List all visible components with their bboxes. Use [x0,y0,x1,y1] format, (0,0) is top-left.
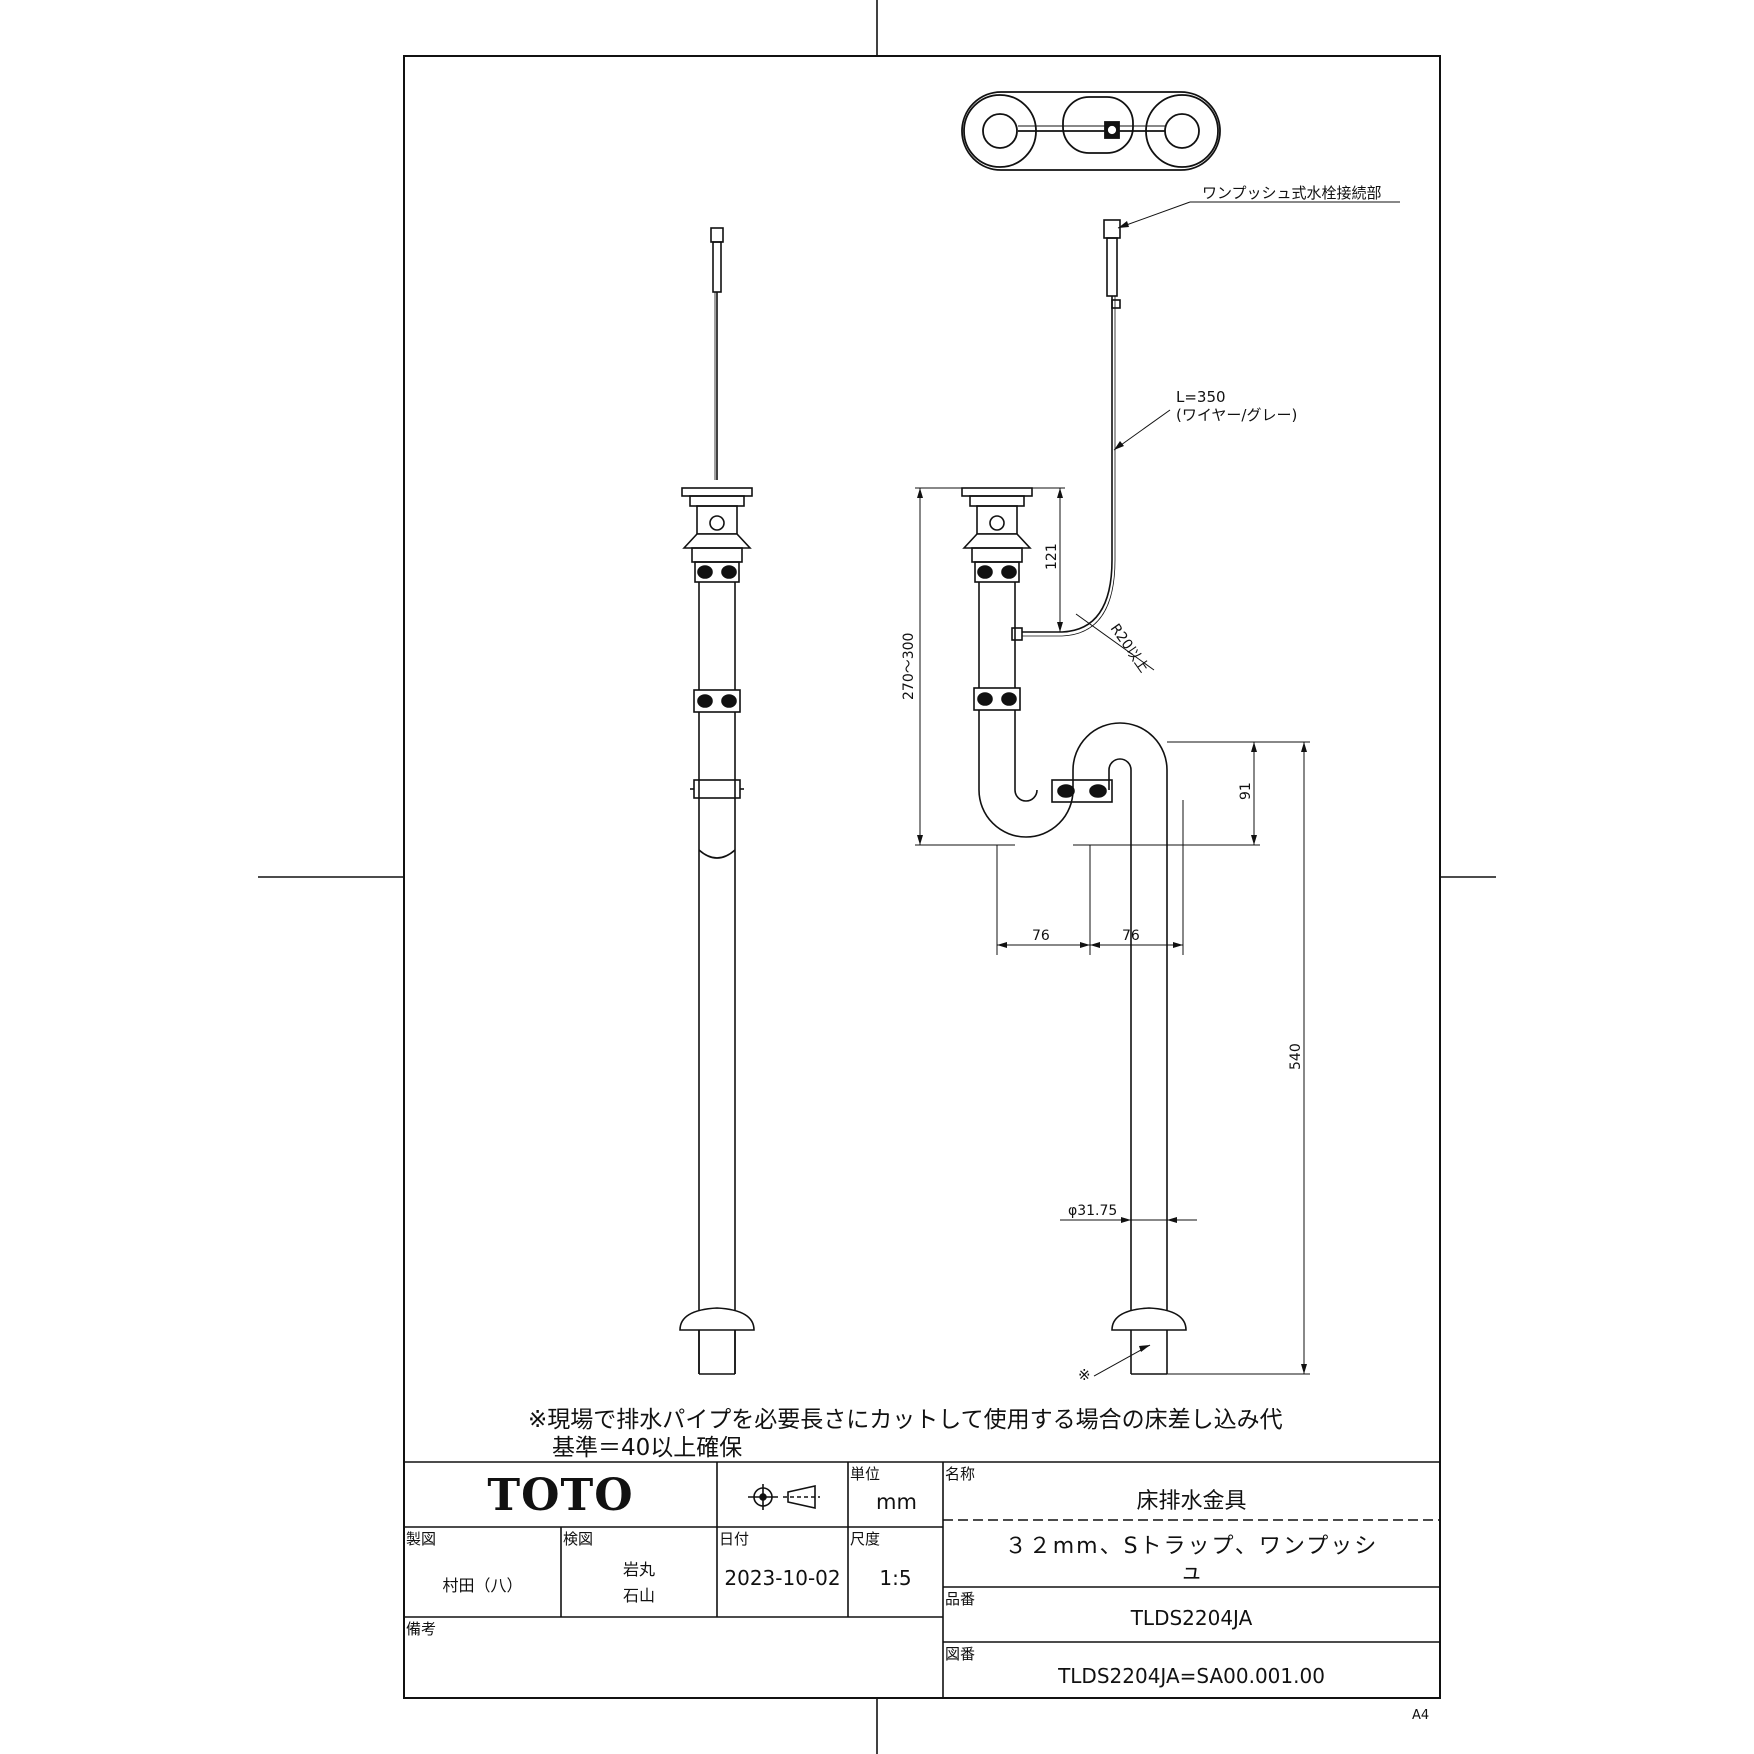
dimension-text: ワンプッシュ式水栓接続部 L=350 (ワイヤー/グレー) R20以上 ※ 12… [901,184,1382,1384]
checked-value-2: 石山 [622,1586,655,1605]
callout-bend-radius: R20以上 [1107,621,1152,676]
drawing-frame [403,55,1441,1699]
date-value: 2023-10-02 [724,1566,841,1590]
checked-label: 検図 [563,1530,594,1548]
description-line-1: ３２mm、Sトラップ、ワンプッシ [1004,1534,1379,1559]
drawing-number-label: 図番 [945,1645,976,1663]
dim-diameter: φ31.75 [1068,1203,1117,1219]
projection-symbol-icon [748,1484,820,1510]
drawn-label: 製図 [406,1530,437,1548]
callout-wire-note: (ワイヤー/グレー) [1176,406,1297,424]
dim-76-right: 76 [1122,928,1140,944]
dimension-lines [915,201,1400,1377]
unit-label: 単位 [850,1465,881,1483]
sheet-size: A4 [1412,1708,1430,1723]
dimension-arrows [917,221,1307,1374]
title-block-grid [404,1461,1440,1698]
side-view-left [679,227,755,1375]
drawing-number-value: TLDS2204JA=SA00.001.00 [1058,1664,1325,1688]
top-view [961,91,1221,171]
dim-121: 121 [1044,543,1060,570]
dim-76-left: 76 [1032,928,1050,944]
drawn-value: 村田（八） [442,1576,523,1595]
checked-value-1: 岩丸 [622,1560,655,1579]
part-number-label: 品番 [945,1590,976,1608]
dim-270-300: 270～300 [901,633,917,700]
note-line-2: 基準＝40以上確保 [552,1435,743,1461]
name-value: 床排水金具 [1136,1489,1247,1514]
dim-540: 540 [1288,1043,1304,1070]
part-number-value: TLDS2204JA [1130,1606,1253,1630]
front-view-right [961,219,1187,1375]
note-line-1: ※現場で排水パイプを必要長さにカットして使用する場合の床差し込み代 [528,1407,1283,1433]
unit-value: mm [876,1490,917,1514]
remarks-label: 備考 [406,1620,437,1638]
callout-connection: ワンプッシュ式水栓接続部 [1202,184,1382,202]
description-line-2: ュ [1180,1560,1203,1585]
scale-value: 1:5 [879,1566,912,1590]
name-label: 名称 [945,1465,976,1483]
callout-asterisk: ※ [1078,1366,1091,1384]
callout-wire-length: L=350 [1176,388,1226,406]
scale-label: 尺度 [850,1530,881,1548]
date-label: 日付 [719,1530,750,1548]
toto-logo: TOTO [487,1469,634,1521]
dim-91: 91 [1238,782,1254,800]
